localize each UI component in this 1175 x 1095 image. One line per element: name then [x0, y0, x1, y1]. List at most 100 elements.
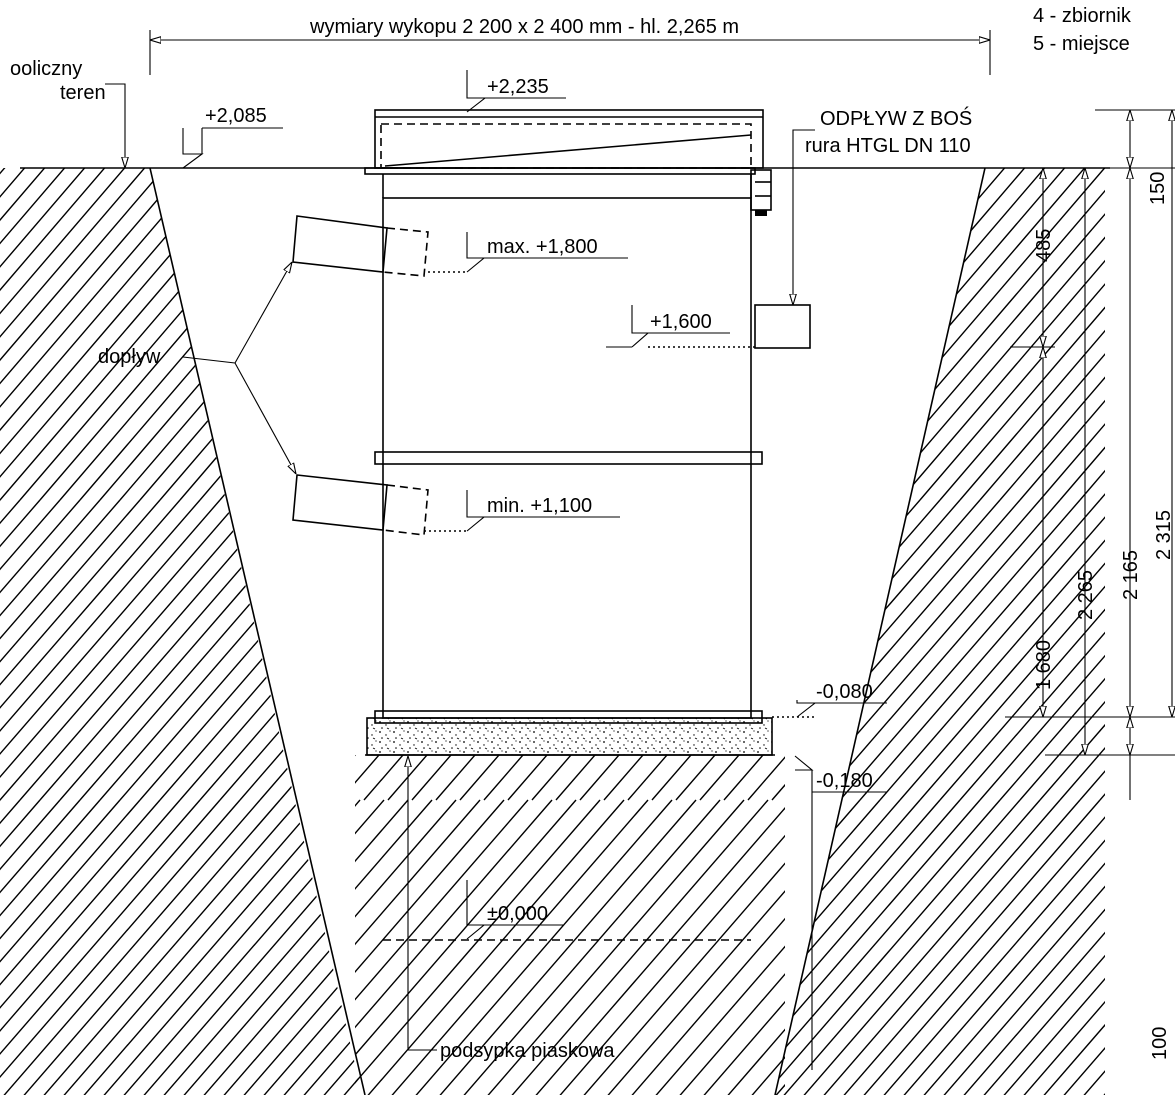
hatch-line — [879, 168, 1105, 501]
excavation-slope-right — [774, 167, 986, 1095]
hatch-line — [775, 799, 921, 1095]
hatch-line — [555, 799, 785, 1095]
legend-line-2: 5 - miejsce — [1033, 33, 1130, 55]
hatch-line — [775, 168, 1061, 501]
hatch-line — [0, 168, 201, 501]
hatch-line — [839, 499, 1101, 801]
hatch-line — [0, 499, 201, 801]
hatch-line — [292, 150, 592, 500]
hatch-line — [0, 799, 181, 1095]
hatch-line — [299, 799, 362, 1095]
hatch-line — [355, 799, 553, 1095]
tank-lid — [374, 109, 764, 169]
outlet-pipe — [754, 304, 811, 349]
hatch-line — [775, 499, 1001, 801]
hatch-line — [775, 799, 841, 1095]
hatch-line — [99, 799, 361, 1095]
dim-100: 100 — [1149, 1027, 1171, 1060]
hatch-line — [244, 150, 544, 500]
level-marker-max: max. +1,800 — [428, 232, 628, 273]
level-marker-sand-bottom: -0,180 — [794, 755, 887, 1070]
hatch-line — [0, 168, 301, 501]
hatch-line — [119, 499, 362, 801]
hatch-line — [999, 499, 1105, 801]
soil-hatching-left — [0, 168, 362, 1095]
outlet-fitting — [750, 169, 772, 216]
hatch-line — [0, 799, 41, 1095]
excavation-dimension: wymiary wykopu 2 200 x 2 400 mm - hl. 2,… — [149, 16, 991, 75]
hatch-line — [355, 799, 505, 1095]
hatch-line — [1039, 168, 1105, 501]
hatch-line — [79, 168, 362, 501]
inlet-pipe-lower — [292, 474, 429, 536]
hatch-line — [859, 168, 1105, 501]
hatch-line — [39, 168, 341, 501]
hatch-line — [59, 168, 361, 501]
hatch-line — [19, 799, 281, 1095]
ground-label-line-1: ooliczny — [10, 58, 82, 80]
hatch-line — [355, 799, 433, 1095]
hatch-line — [220, 150, 520, 500]
hatch-line — [775, 799, 981, 1095]
hatch-line — [819, 799, 1081, 1095]
hatch-line — [79, 499, 341, 801]
hatch-line — [483, 799, 745, 1095]
hatch-line — [0, 799, 261, 1095]
hatch-line — [79, 799, 341, 1095]
hatch-line — [775, 168, 1021, 501]
hatch-line — [139, 799, 362, 1095]
hatch-line — [0, 799, 81, 1095]
hatch-line — [0, 799, 101, 1095]
level-marker-ground: +2,085 — [182, 105, 283, 169]
level-bottom-label: -0,080 — [816, 681, 873, 703]
hatch-line — [59, 799, 321, 1095]
dim-2165: 2 165 — [1120, 550, 1142, 600]
hatch-line — [0, 168, 241, 501]
hatch-line — [0, 499, 101, 801]
hatch-line — [979, 168, 1105, 501]
outlet-label-line-2: rura HTGL DN 110 — [805, 135, 971, 157]
hatch-line — [199, 168, 362, 501]
hatch-line — [0, 499, 41, 801]
soil-hatching-bottom — [148, 150, 1056, 1095]
hatch-line — [627, 799, 785, 1095]
hatch-line — [859, 799, 1105, 1095]
hatch-line — [796, 500, 1056, 800]
hatch-line — [99, 168, 362, 501]
level-marker-lid-top: +2,235 — [466, 70, 566, 113]
hatch-line — [355, 799, 577, 1095]
excavation-dimension-label: wymiary wykopu 2 200 x 2 400 mm - hl. 2,… — [309, 16, 739, 38]
hatch-line — [148, 150, 448, 500]
hatch-line — [0, 799, 201, 1095]
dim-2265: 2 265 — [1075, 570, 1097, 620]
hatch-line — [999, 799, 1105, 1095]
hatch-line — [775, 799, 1021, 1095]
hatch-line — [359, 168, 362, 501]
hatch-line — [0, 499, 221, 801]
hatch-line — [0, 168, 181, 501]
hatch-line — [775, 799, 941, 1095]
hatch-line — [747, 755, 785, 801]
inlet-pipe-upper — [292, 215, 429, 277]
hatch-line — [139, 499, 362, 801]
hatch-line — [579, 799, 785, 1095]
hatch-line — [779, 499, 1041, 801]
level-marker-outlet: +1,600 — [606, 305, 755, 348]
hatch-line — [279, 799, 362, 1095]
hatch-line — [580, 150, 880, 500]
hatch-line — [355, 799, 601, 1095]
hatch-line — [259, 799, 362, 1095]
hatch-line — [411, 799, 673, 1095]
hatch-line — [0, 168, 161, 501]
hatch-line — [939, 168, 1105, 501]
dim-150: 150 — [1147, 172, 1169, 205]
level-marker-min: min. +1,100 — [424, 490, 620, 532]
hatch-line — [779, 799, 1041, 1095]
sand-label-text: podsypka piaskowa — [440, 1040, 615, 1062]
dim-2315: 2 315 — [1153, 510, 1175, 560]
outlet-label-line-1: ODPŁYW Z BOŚ — [820, 106, 972, 130]
hatch-line — [259, 168, 362, 501]
hatch-line — [0, 168, 141, 501]
hatch-line — [796, 800, 1056, 1095]
hatch-line — [0, 499, 241, 801]
